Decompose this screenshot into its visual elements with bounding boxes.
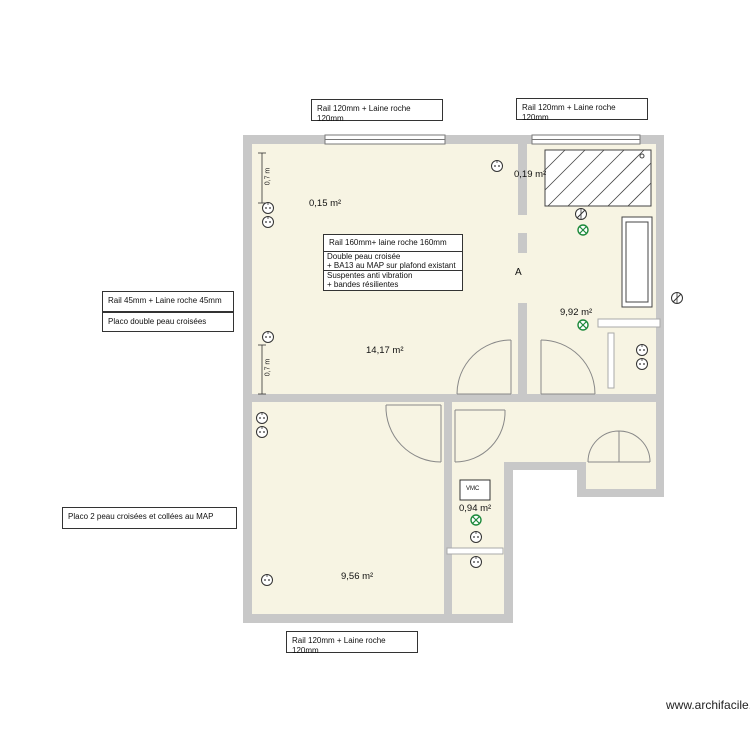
- light-icon: [577, 319, 589, 331]
- bathroom-fixtures: [446, 149, 661, 555]
- door-bathroom: [540, 339, 596, 395]
- outlet-icon: [491, 160, 503, 172]
- note-top-center: Rail 120mm + Laine roche 120mm: [311, 99, 443, 123]
- openings: [518, 215, 527, 303]
- marker-a: A: [515, 267, 522, 278]
- note-ceiling-rail: Rail 160mm+ laine roche 160mm: [323, 234, 463, 252]
- wall-closet-left: [577, 462, 586, 497]
- wall-bed-wc: [444, 402, 452, 615]
- wall-mid-horizontal: [252, 394, 656, 402]
- wall-right: [656, 135, 664, 497]
- hall-floor: [504, 402, 656, 462]
- washer-panel: [607, 332, 615, 389]
- note-ceiling-double: Double peau croisée + BA13 au MAP sur pl…: [323, 251, 463, 271]
- wall-bottom-left: [243, 614, 513, 623]
- light-icon: [470, 514, 482, 526]
- wall-hall-bottom: [504, 462, 586, 470]
- vmc-box: [459, 479, 491, 501]
- doors: [385, 339, 651, 463]
- outlet-icon: [262, 216, 274, 228]
- note-top-right: Rail 120mm + Laine roche 120mm: [516, 98, 648, 122]
- switch-icon: [671, 292, 683, 304]
- outlet-icon: [256, 426, 268, 438]
- area-wc: 0,94 m²: [459, 503, 492, 514]
- floor-areas: [252, 143, 656, 615]
- area-bathroom-corner: 0,19 m²: [514, 169, 547, 180]
- door-bedroom: [385, 404, 442, 463]
- outlet-icon: [262, 202, 274, 214]
- area-bathroom: 9,92 m²: [560, 307, 593, 318]
- wc-floor: [452, 402, 504, 615]
- outlet-icon: [636, 358, 648, 370]
- dimension-upper: 0,7 m: [264, 167, 272, 186]
- outlet-icon: [470, 556, 482, 568]
- wall-left: [243, 135, 252, 623]
- door-closet: [587, 430, 651, 463]
- area-living: 14,17 m²: [366, 345, 404, 356]
- wall-closet-bottom: [577, 489, 664, 497]
- outlet-icon: [470, 531, 482, 543]
- windows: [324, 134, 641, 145]
- vanity-panel: [597, 318, 661, 328]
- closet-floor: [586, 462, 656, 490]
- door-wc: [454, 409, 506, 463]
- outlets: [256, 160, 648, 586]
- wc-vent-panel: [446, 547, 504, 555]
- shower: [544, 149, 652, 207]
- wall-top: [243, 135, 664, 144]
- note-left-lower: Placo 2 peau croisées et collées au MAP: [62, 507, 237, 529]
- note-bottom: Rail 120mm + Laine roche 120mm: [286, 631, 418, 655]
- outlet-icon: [262, 331, 274, 343]
- dimension-lower: 0,7 m: [264, 358, 272, 377]
- watermark: www.archifacile.fr: [666, 698, 750, 712]
- note-left-rail: Rail 45mm + Laine roche 45mm: [102, 291, 234, 312]
- bedroom-floor: [252, 402, 444, 615]
- area-living-small: 0,15 m²: [309, 198, 342, 209]
- dimension-lines: [258, 152, 266, 395]
- area-bedroom: 9,56 m²: [341, 571, 374, 582]
- outlet-icon: [256, 412, 268, 424]
- wall-wc-right: [504, 462, 513, 623]
- vmc-label: VMC: [466, 486, 480, 492]
- outlet-icon: [636, 344, 648, 356]
- note-ceiling-suspentes: Suspentes anti vibration + bandes résili…: [323, 270, 463, 291]
- note-left-placo: Placo double peau croisées: [102, 312, 234, 332]
- lights: [470, 208, 683, 526]
- outlet-icon: [261, 574, 273, 586]
- gap-wall-living-bath-2: [518, 253, 527, 303]
- switch-icon: [575, 208, 587, 220]
- gap-wall-living-bath-1: [518, 215, 527, 233]
- light-icon: [577, 224, 589, 236]
- door-living: [456, 339, 512, 395]
